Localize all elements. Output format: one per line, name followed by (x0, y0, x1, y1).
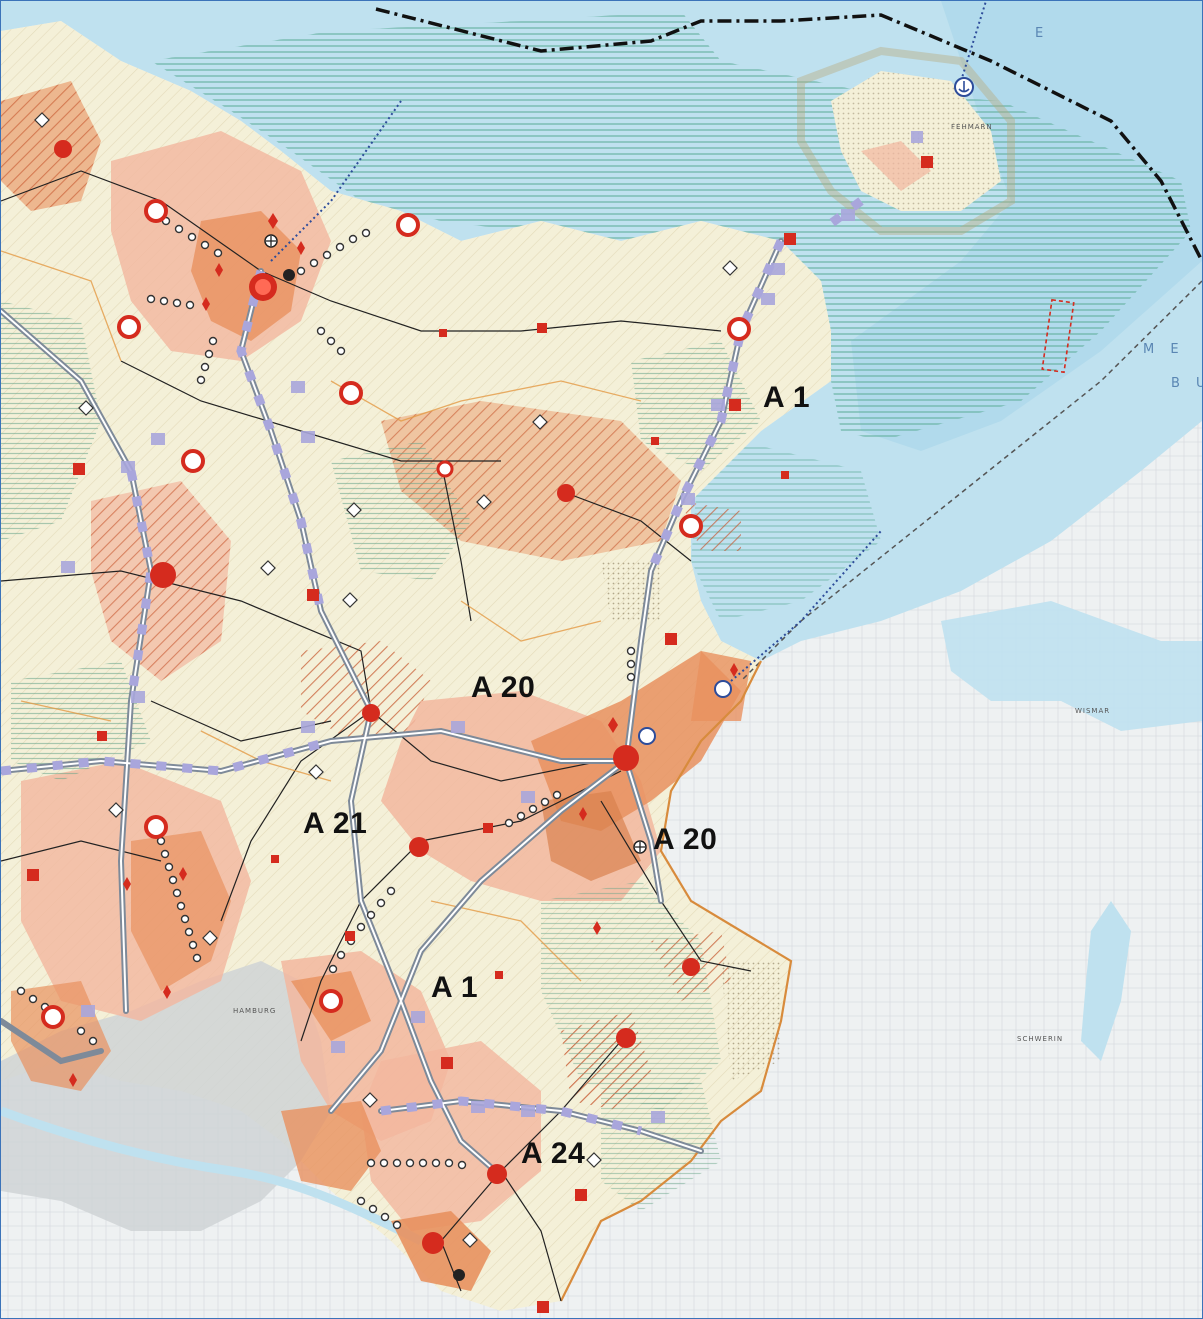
place-label-wismar: WISMAR (1075, 707, 1110, 715)
ferry-route (960, 1, 987, 82)
ferry-route (730, 530, 882, 682)
motorway-label-a20-center: A 20 (471, 671, 536, 704)
land-border (560, 660, 793, 1302)
port-symbols (264, 77, 974, 1281)
place-label-fehmarn: FEHMARN (951, 123, 993, 131)
maritime-boundary (740, 280, 1202, 682)
motorway-label-a21: A 21 (303, 807, 368, 840)
sea-label-bu: B U (1171, 376, 1202, 391)
elbe-river (1, 1106, 424, 1246)
development-axes (1, 197, 864, 1136)
schwerin-lake (1081, 901, 1131, 1061)
offshore-area (1041, 298, 1075, 374)
central-places (41, 140, 751, 1254)
commercial-areas (61, 131, 923, 1123)
state-border (375, 7, 1202, 262)
motorway-label-a24: A 24 (521, 1137, 586, 1170)
landscape-areas (1, 301, 781, 1211)
motorway-label-a1-south: A 1 (431, 971, 479, 1004)
place-label-schwerin: SCHWERIN (1017, 1035, 1063, 1043)
red-diamond-markers (69, 213, 738, 1087)
wismar-bay (941, 601, 1202, 731)
red-square-markers (27, 156, 933, 1313)
sea-label-me: M E (1143, 342, 1185, 357)
regional-roads (1, 170, 752, 1302)
motorway-label-a1-north: A 1 (763, 381, 811, 414)
ferry-route (270, 100, 402, 262)
tourism-symbols (34, 112, 738, 1248)
sea-label-e: E (1035, 26, 1043, 41)
place-label-hamburg: HAMBURG (233, 1007, 276, 1015)
coastal-waters-hatch (691, 431, 881, 621)
motorway-label-a20-east: A 20 (653, 823, 718, 856)
